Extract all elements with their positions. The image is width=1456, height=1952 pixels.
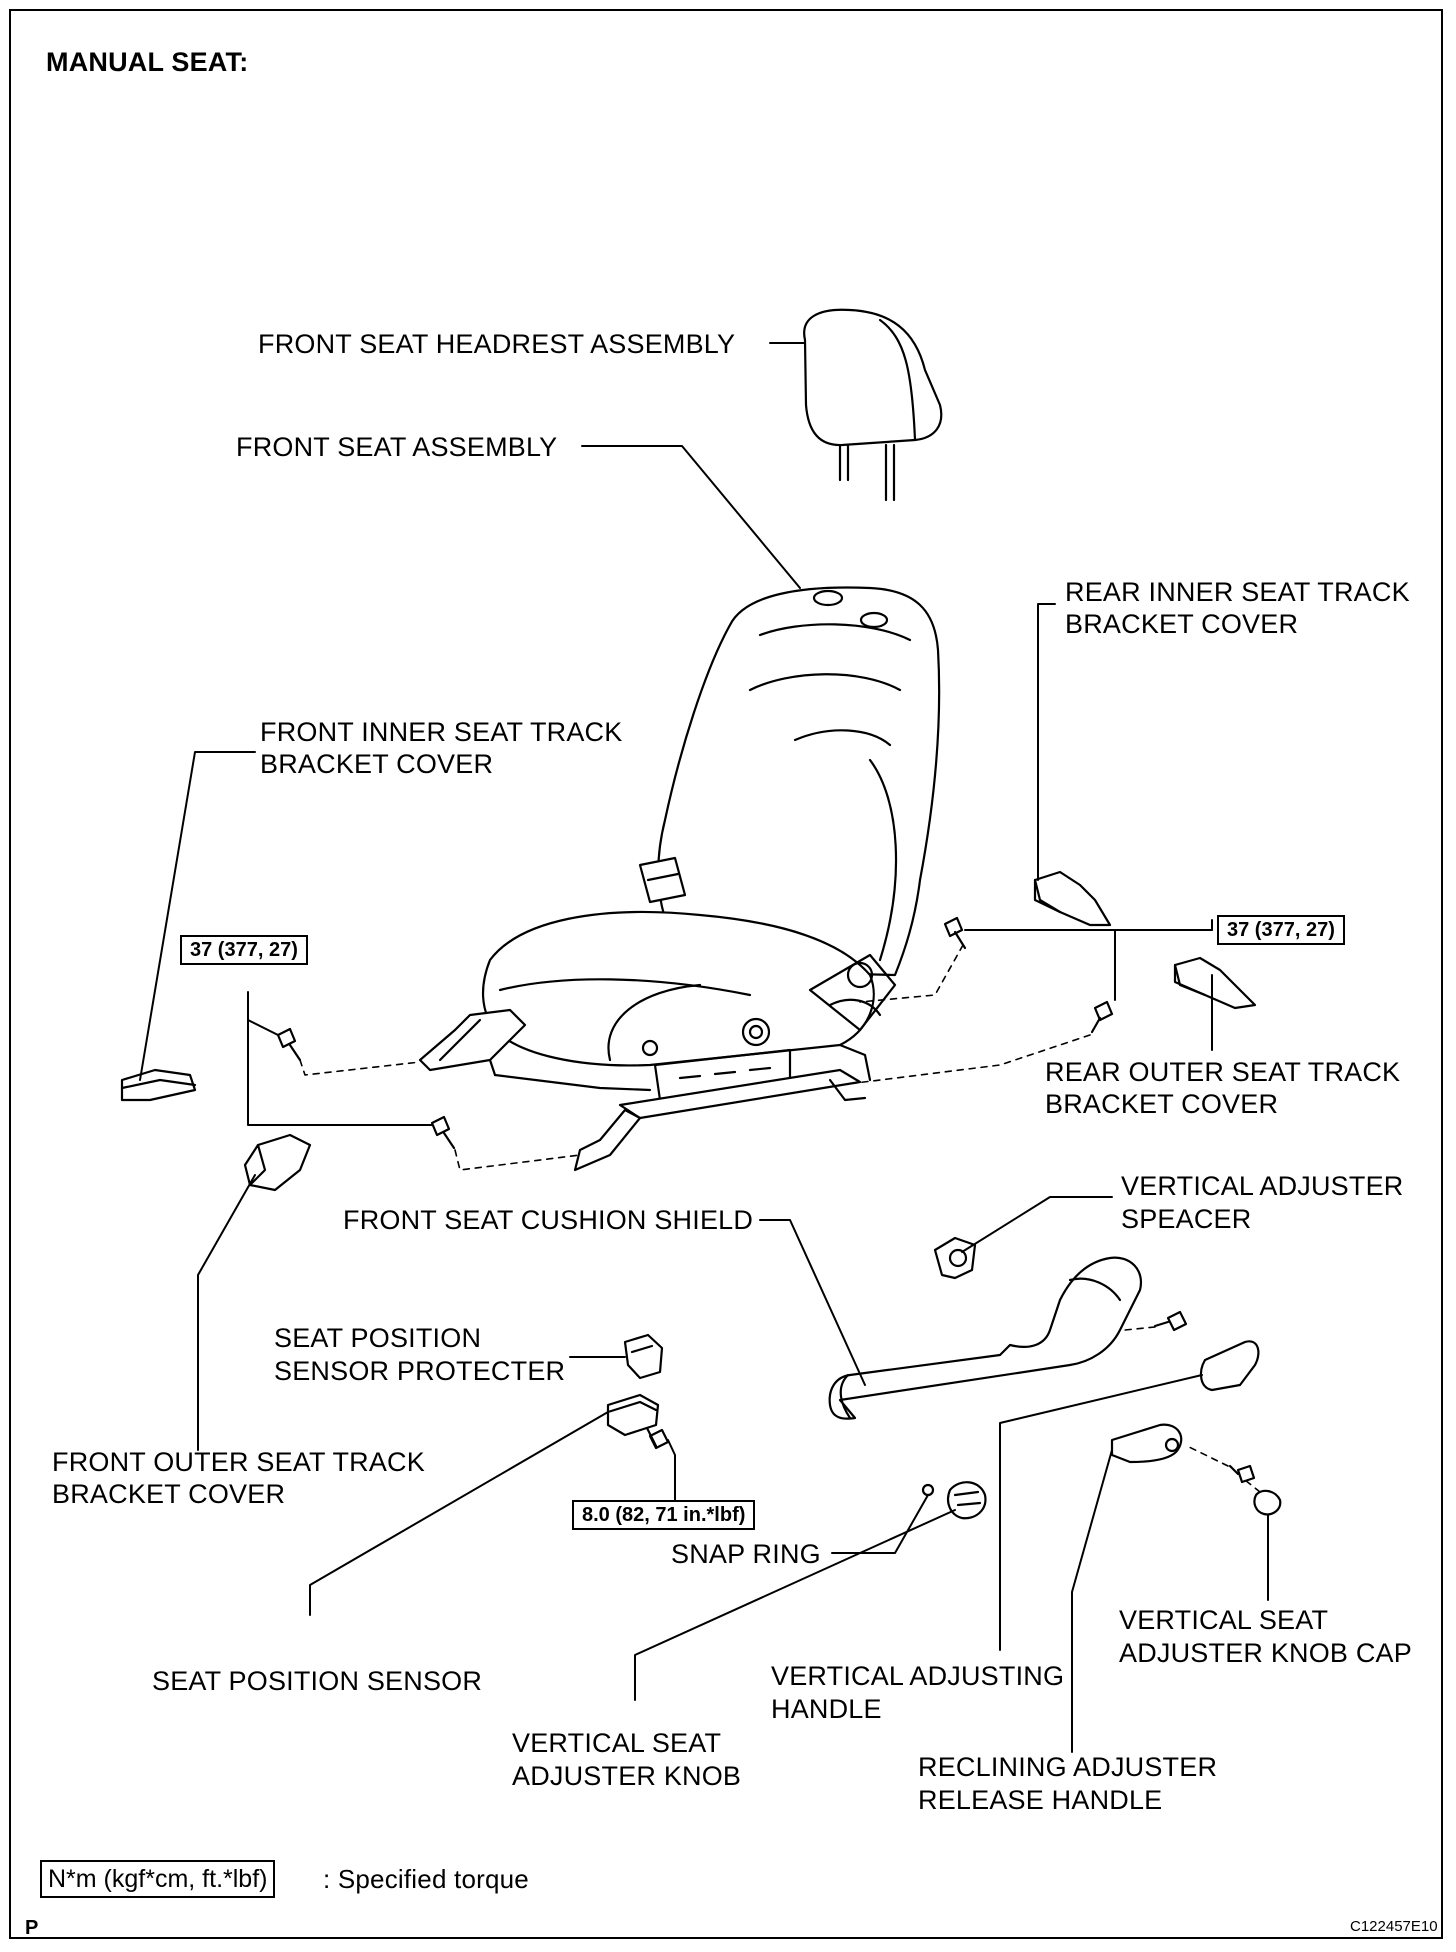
label-vertical-knob-1: VERTICAL SEAT [512,1728,722,1758]
sensor-protecter-part [623,1333,664,1380]
torque-box-right: 37 (377, 27) [1217,915,1345,945]
torque-legend-text: : Specified torque [323,1864,529,1894]
label-sensor-protecter-2: SENSOR PROTECTER [274,1356,566,1386]
reclining-release-handle-part [1110,1423,1183,1464]
label-front-inner-2: BRACKET COVER [260,749,494,779]
cushion-shield-part [828,1256,1143,1420]
vertical-adjusting-handle-part [1199,1340,1260,1392]
leader-lines [139,342,1269,1753]
assembly-dashed-lines [299,944,1261,1493]
label-rear-outer-1: REAR OUTER SEAT TRACK [1045,1057,1401,1087]
label-snap-ring: SNAP RING [671,1539,821,1569]
label-rear-outer-2: BRACKET COVER [1045,1089,1279,1119]
seat-position-sensor-part [606,1393,660,1437]
torque-box-left: 37 (377, 27) [180,935,308,965]
label-rear-inner-1: REAR INNER SEAT TRACK [1065,577,1410,607]
label-sensor-protecter-1: SEAT POSITION [274,1323,482,1353]
torque-box-sensor: 8.0 (82, 71 in.*lbf) [572,1500,756,1530]
label-vertical-spacer-2: SPEACER [1121,1204,1252,1234]
footer-letter: P [25,1917,39,1939]
page-title: MANUAL SEAT: [46,47,249,77]
torque-legend-box: N*m (kgf*cm, ft.*lbf) [40,1860,276,1898]
knob-cap-part [1253,1489,1282,1516]
label-vertical-spacer-1: VERTICAL ADJUSTER [1121,1171,1404,1201]
label-vertical-handle-1: VERTICAL ADJUSTING [771,1661,1065,1691]
label-knob-cap-1: VERTICAL SEAT [1119,1605,1329,1635]
spacer-part [933,1236,977,1280]
snap-ring-part [921,1483,935,1497]
label-vertical-handle-2: HANDLE [771,1694,882,1724]
label-vertical-knob-2: ADJUSTER KNOB [512,1761,742,1791]
diagram-frame [9,9,1443,1939]
vertical-adjuster-knob-part [946,1481,987,1520]
figure-code: C122457E10 [1350,1918,1438,1935]
seat-assembly-part [418,586,941,1172]
headrest-part [803,308,943,502]
label-rear-inner-2: BRACKET COVER [1065,609,1299,639]
label-cushion-shield: FRONT SEAT CUSHION SHIELD [343,1205,754,1235]
label-knob-cap-2: ADJUSTER KNOB CAP [1119,1638,1412,1668]
rear-outer-cover-part [1173,956,1257,1010]
label-seat-assembly: FRONT SEAT ASSEMBLY [236,432,558,462]
label-front-inner-1: FRONT INNER SEAT TRACK [260,717,623,747]
bolt-parts [276,916,1256,1484]
label-reclining-1: RECLINING ADJUSTER [918,1752,1218,1782]
label-seat-position-sensor: SEAT POSITION SENSOR [152,1666,483,1696]
front-outer-cover-part [243,1133,312,1192]
rear-inner-cover-part [1033,870,1112,927]
label-front-outer-2: BRACKET COVER [52,1479,286,1509]
label-headrest: FRONT SEAT HEADREST ASSEMBLY [258,329,736,359]
label-reclining-2: RELEASE HANDLE [918,1785,1163,1815]
label-front-outer-1: FRONT OUTER SEAT TRACK [52,1447,425,1477]
